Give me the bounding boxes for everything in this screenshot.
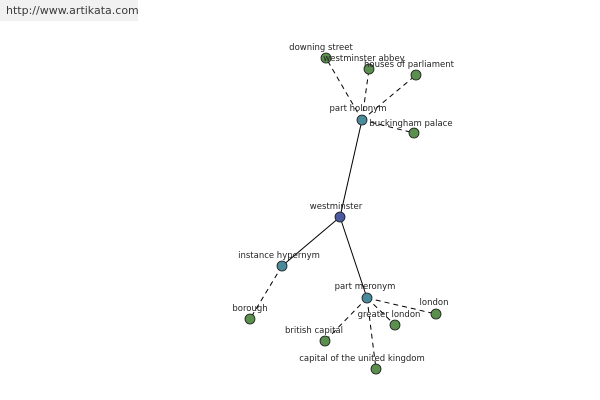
node-downing-street[interactable] [320,52,332,64]
node-buckingham-palace[interactable] [408,127,420,139]
labels-layer: westminster part holonym instance hypernym… [232,43,454,364]
edge-part-meronym-to-capital-of-the-united-kingdom [366,297,377,370]
node-label-downing-street: downing street [289,43,353,53]
edge-part-meronym-to-british-capital [324,297,368,342]
node-borough[interactable] [244,313,256,325]
node-label-greater-london: greater london [358,310,421,320]
node-part-holonym[interactable] [356,114,368,126]
edge-part-holonym-to-houses-of-parliament [361,74,417,121]
node-greater-london[interactable] [389,319,401,331]
nodes-layer [244,52,442,375]
edge-instance-hypernym-to-borough [249,265,283,320]
edge-westminster-to-part-meronym [339,216,368,299]
edge-part-meronym-to-london [366,297,437,315]
node-houses-of-parliament[interactable] [410,69,422,81]
node-british-capital[interactable] [319,335,331,347]
node-label-houses-of-parliament: houses of parliament [364,60,455,70]
node-label-part-holonym: part holonym [330,104,387,114]
node-label-instance-hypernym: instance hypernym [238,251,320,261]
node-label-westminster: westminster [310,202,363,212]
node-london[interactable] [430,308,442,320]
edges-layer [249,57,437,370]
edge-westminster-to-instance-hypernym [281,216,341,267]
node-label-westminster-abbey: westminster abbey [323,54,404,64]
node-label-buckingham-palace: buckingham palace [369,119,452,129]
node-instance-hypernym[interactable] [276,260,288,272]
edge-westminster-to-part-holonym [339,119,363,218]
node-label-london: london [420,298,449,308]
node-capital-of-the-united-kingdom[interactable] [370,363,382,375]
node-label-british-capital: british capital [285,326,343,336]
node-label-capital-of-the-united-kingdom: capital of the united kingdom [299,354,425,364]
node-label-part-meronym: part meronym [335,282,396,292]
node-label-borough: borough [232,304,267,314]
site-link[interactable]: http://www.artikata.com [0,0,139,21]
node-part-meronym[interactable] [361,292,373,304]
node-westminster[interactable] [334,211,346,223]
edge-part-holonym-to-downing-street [325,57,363,121]
edge-part-meronym-to-greater-london [366,297,396,326]
node-westminster-abbey[interactable] [363,63,375,75]
